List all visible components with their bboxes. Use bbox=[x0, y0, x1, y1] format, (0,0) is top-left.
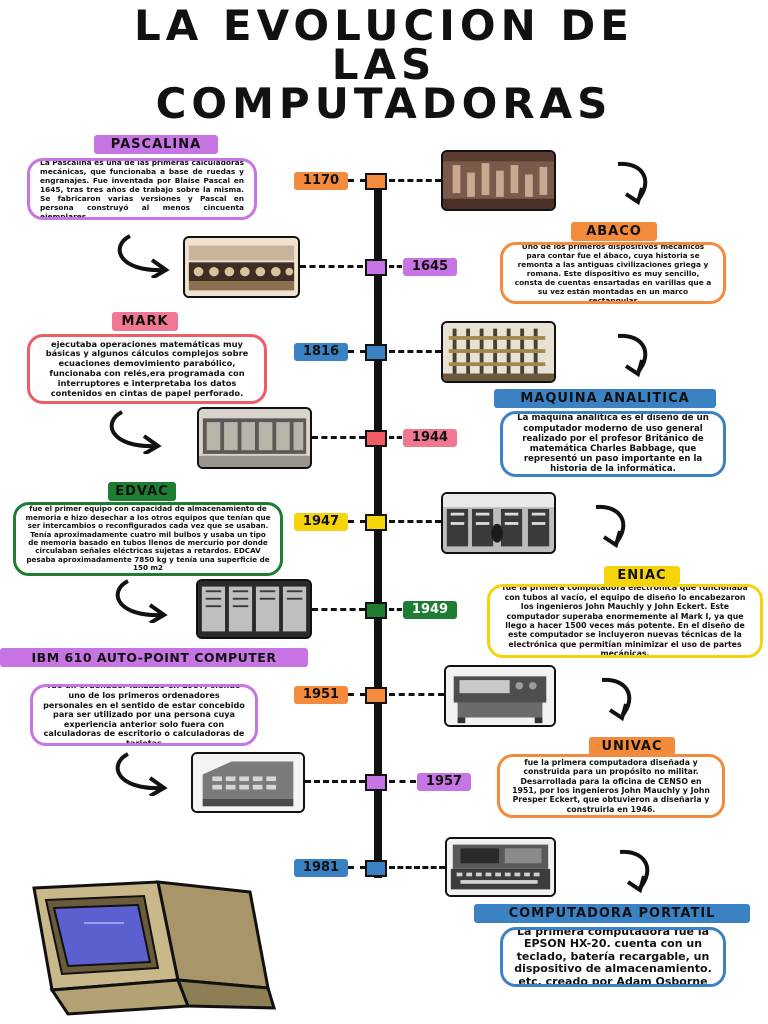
card-eniac: fue la primera computadora electrónica q… bbox=[487, 584, 763, 658]
card-portatil: La primera computadora fue la EPSON HX-2… bbox=[500, 927, 726, 987]
header-ibm: IBM 610 AUTO-POINT COMPUTER bbox=[0, 648, 308, 667]
header-edvac: EDVAC bbox=[108, 482, 176, 501]
node-1957 bbox=[365, 774, 387, 791]
node-1947 bbox=[365, 514, 387, 531]
curved-arrow-icon bbox=[108, 232, 174, 278]
curved-arrow-icon bbox=[614, 848, 658, 896]
pascalina-photo-icon bbox=[183, 236, 300, 298]
title-line-1: LA EVOLUCION DE bbox=[134, 1, 634, 50]
card-edvac: fue el primer equipo con capacidad de al… bbox=[13, 502, 283, 576]
ibm-photo-icon bbox=[191, 752, 305, 813]
year-1947: 1947 bbox=[294, 513, 348, 531]
node-1645 bbox=[365, 259, 387, 276]
connector-1816-right bbox=[389, 350, 441, 353]
card-ibm: fue un ordenador lanzado en 1957, siendo… bbox=[30, 684, 258, 746]
node-1951 bbox=[365, 687, 387, 704]
year-1957: 1957 bbox=[417, 773, 471, 791]
connector-1957-right bbox=[389, 780, 416, 783]
title-line-2: LAS bbox=[331, 40, 437, 89]
connector-1947-right bbox=[389, 520, 441, 523]
year-1645: 1645 bbox=[403, 258, 457, 276]
connector-1951-left bbox=[348, 693, 366, 696]
connector-1645-right bbox=[389, 265, 402, 268]
header-abaco: ABACO bbox=[571, 222, 657, 241]
header-portatil: COMPUTADORA PORTATIL bbox=[474, 904, 750, 923]
card-mark: ejecutaba operaciones matemáticas muy bá… bbox=[27, 334, 267, 404]
header-univac: UNIVAC bbox=[589, 737, 675, 756]
card-abaco: Uno de los primeros dispositivos mecánic… bbox=[500, 242, 726, 304]
connector-1944-right bbox=[389, 436, 402, 439]
connector-1951-right bbox=[389, 693, 444, 696]
mark-photo-icon bbox=[197, 407, 312, 469]
card-univac: fue la primera computadora diseñada y co… bbox=[497, 754, 725, 818]
curved-arrow-icon bbox=[612, 332, 656, 380]
univac-photo-icon bbox=[444, 665, 556, 727]
card-eniac-text: fue la primera computadora electrónica q… bbox=[502, 584, 748, 658]
curved-arrow-icon bbox=[612, 160, 656, 208]
node-1981 bbox=[365, 860, 387, 877]
card-univac-text: fue la primera computadora diseñada y co… bbox=[512, 757, 710, 814]
year-1951: 1951 bbox=[294, 686, 348, 704]
year-1981: 1981 bbox=[294, 859, 348, 877]
year-1944: 1944 bbox=[403, 429, 457, 447]
connector-1981-right bbox=[389, 866, 445, 869]
node-1944 bbox=[365, 430, 387, 447]
card-maquina-analitica-text: La máquina analítica es el diseño de un … bbox=[517, 413, 709, 475]
node-1816 bbox=[365, 344, 387, 361]
year-1170: 1170 bbox=[294, 172, 348, 190]
connector-1949-left bbox=[312, 608, 365, 611]
card-pascalina: La Pascalina es una de las primeras calc… bbox=[27, 158, 257, 220]
curved-arrow-icon bbox=[100, 408, 166, 454]
card-ibm-text: fue un ordenador lanzado en 1957, siendo… bbox=[43, 684, 245, 746]
connector-1947-left bbox=[348, 520, 366, 523]
connector-1645-left bbox=[300, 265, 363, 268]
year-1816: 1816 bbox=[294, 343, 348, 361]
header-maquina-analitica: MAQUINA ANALITICA bbox=[494, 389, 716, 408]
curved-arrow-icon bbox=[106, 577, 172, 623]
card-pascalina-text: La Pascalina es una de las primeras calc… bbox=[40, 158, 244, 220]
card-maquina-analitica: La máquina analítica es el diseño de un … bbox=[500, 411, 726, 477]
connector-1816-left bbox=[348, 350, 366, 353]
maquina-analitica-photo-icon bbox=[441, 321, 556, 383]
card-mark-text: ejecutaba operaciones matemáticas muy bá… bbox=[45, 338, 249, 398]
connector-1944-left bbox=[312, 436, 365, 439]
portatil-photo-icon bbox=[445, 837, 556, 897]
page-title: LA EVOLUCION DE LAS COMPUTADORAS bbox=[0, 1, 768, 128]
abaco-photo-icon bbox=[441, 150, 556, 211]
card-abaco-text: Uno de los primeros dispositivos mecánic… bbox=[514, 242, 712, 304]
curved-arrow-icon bbox=[596, 676, 640, 724]
header-eniac: ENIAC bbox=[604, 566, 680, 585]
header-pascalina: PASCALINA bbox=[94, 135, 218, 154]
edvac-photo-icon bbox=[196, 579, 312, 639]
card-portatil-text: La primera computadora fue la EPSON HX-2… bbox=[514, 927, 712, 987]
node-1170 bbox=[365, 173, 387, 190]
connector-1981-left bbox=[348, 866, 366, 869]
connector-1957-left bbox=[305, 780, 365, 783]
connector-1949-right bbox=[389, 608, 402, 611]
retro-computer-icon bbox=[28, 880, 298, 1020]
connector-1170-right bbox=[389, 179, 441, 182]
eniac-photo-icon bbox=[441, 492, 556, 554]
node-1949 bbox=[365, 602, 387, 619]
card-edvac-text: fue el primer equipo con capacidad de al… bbox=[25, 504, 271, 573]
curved-arrow-icon bbox=[106, 750, 172, 796]
header-mark: MARK bbox=[112, 312, 178, 331]
curved-arrow-icon bbox=[590, 503, 634, 551]
title-line-3: COMPUTADORAS bbox=[155, 79, 613, 128]
year-1949: 1949 bbox=[403, 601, 457, 619]
connector-1170-left bbox=[348, 179, 366, 182]
